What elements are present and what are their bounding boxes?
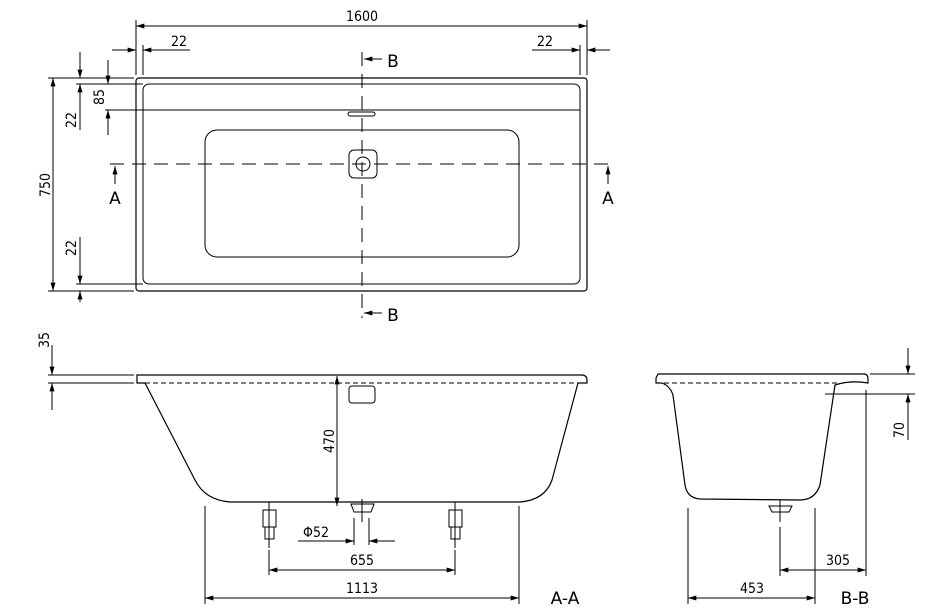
overflow-slot [347,111,376,117]
dim-rim-bottom: 22 [64,240,80,256]
dim-width: 750 [38,173,54,197]
foot-left [262,502,277,548]
drain-profile-cross [768,505,793,513]
dim-rim-right: 22 [537,34,553,50]
section-b-marker-bottom: B [387,306,399,326]
foot-right [448,502,463,548]
dim-bottom-length: 1113 [346,581,378,597]
section-bb-title: B-B [841,589,870,609]
dim-length: 1600 [346,9,378,25]
dim-ledge: 85 [92,89,108,105]
tub-profile-long [136,374,588,503]
section-bb-view: 70 305 453 B-B [655,348,915,609]
section-a-marker-right: A [602,189,614,209]
dim-rim-top: 22 [64,112,80,128]
dim-drain-diameter: Φ52 [303,525,329,541]
section-a-marker-left: A [109,189,121,209]
tub-profile-cross [655,373,869,501]
top-view: 1600 22 22 750 22 85 22 A A B B [38,9,614,326]
drain-profile [350,503,375,513]
dim-bottom-width: 453 [740,581,764,597]
dim-rim-height: 35 [37,332,53,348]
dim-rim-left: 22 [171,34,187,50]
section-b-marker-top: B [387,52,399,72]
dim-feet-spacing: 655 [350,553,374,569]
overflow-box [348,385,376,404]
dim-drain-offset: 305 [826,553,850,569]
section-aa-view: 35 470 Φ52 655 1113 A-A [37,332,588,609]
dim-depth: 470 [322,429,338,453]
section-aa-title: A-A [551,589,580,609]
dim-ledge-height: 70 [892,422,908,438]
